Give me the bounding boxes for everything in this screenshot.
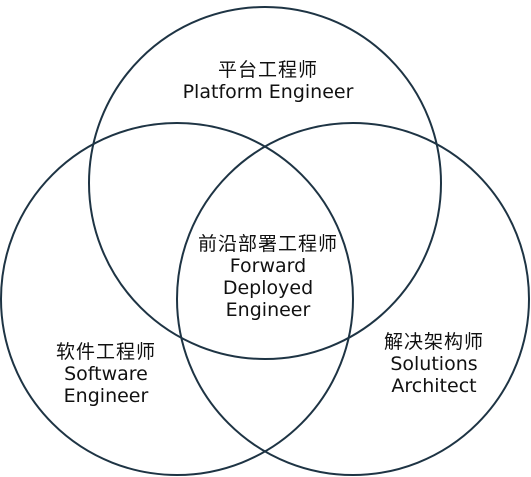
platform-engineer-label: 平台工程师 Platform Engineer <box>183 59 354 103</box>
center-en: Forward Deployed Engineer <box>222 255 314 321</box>
platform-engineer-zh: 平台工程师 <box>217 59 319 81</box>
platform-engineer-circle <box>88 6 442 360</box>
center-label: 前沿部署工程师 Forward Deployed Engineer <box>198 233 338 321</box>
software-engineer-circle <box>0 122 354 476</box>
software-engineer-label: 软件工程师 Software Engineer <box>56 341 156 407</box>
solutions-architect-zh: 解决架构师 <box>383 331 485 353</box>
solutions-architect-label: 解决架构师 Solutions Architect <box>384 331 484 397</box>
software-engineer-zh: 软件工程师 <box>55 341 157 363</box>
solutions-architect-en: Solutions Architect <box>390 353 478 397</box>
software-engineer-en: Software Engineer <box>63 363 149 407</box>
solutions-architect-circle <box>176 122 530 476</box>
platform-engineer-en: Platform Engineer <box>182 81 354 103</box>
center-zh: 前沿部署工程师 <box>197 233 339 255</box>
